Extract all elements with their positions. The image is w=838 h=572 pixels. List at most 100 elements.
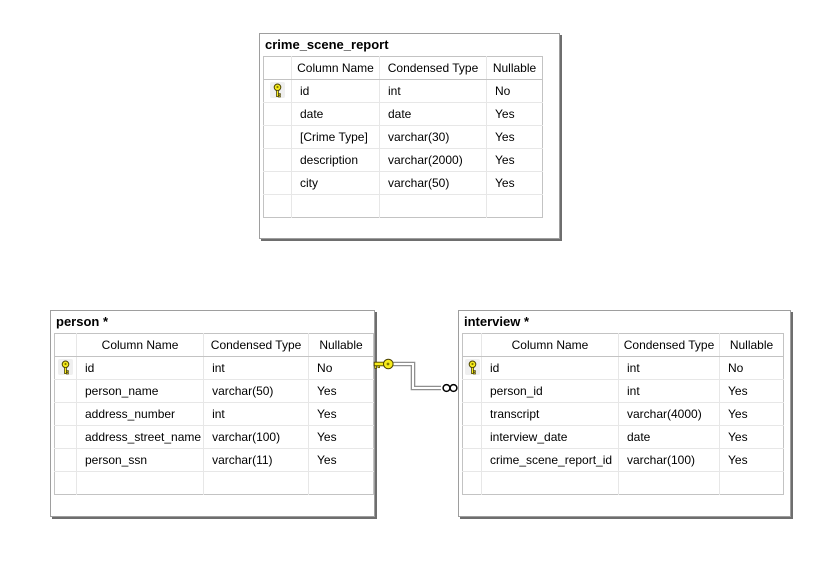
table-grid-crime-scene-report: Column Name Condensed Type Nullable id i… (263, 56, 543, 218)
nullable-cell: Yes (486, 102, 543, 126)
table-row[interactable]: id int No (462, 356, 784, 380)
column-name-cell (76, 471, 205, 495)
nullable-cell: Yes (719, 425, 784, 449)
condensed-type-cell: varchar(30) (379, 125, 487, 149)
row-selector-cell (263, 194, 292, 218)
table-row[interactable]: crime_scene_report_id varchar(100) Yes (462, 448, 784, 472)
row-selector-cell (462, 356, 482, 380)
column-name-cell: person_name (76, 379, 205, 403)
condensed-type-cell: varchar(100) (203, 425, 310, 449)
row-selector-cell (54, 402, 77, 426)
table-window-interview[interactable]: interview * Column Name Condensed Type N… (458, 310, 791, 517)
table-row[interactable]: [Crime Type] varchar(30) Yes (263, 125, 543, 149)
row-selector-header (54, 333, 77, 357)
table-title-person[interactable]: person * (56, 314, 109, 329)
column-name-cell: id (291, 79, 380, 103)
table-row[interactable]: person_ssn varchar(11) Yes (54, 448, 374, 472)
condensed-type-header: Condensed Type (203, 333, 310, 357)
table-row-empty[interactable] (263, 194, 543, 218)
grid-header-row: Column Name Condensed Type Nullable (462, 333, 784, 357)
condensed-type-cell: int (618, 379, 720, 403)
column-name-cell (291, 194, 380, 218)
row-selector-cell (54, 379, 77, 403)
row-selector-cell (54, 448, 77, 472)
table-window-person[interactable]: person * Column Name Condensed Type Null… (50, 310, 375, 517)
nullable-cell: Yes (308, 425, 374, 449)
row-selector-header (263, 56, 292, 80)
table-row[interactable]: id int No (54, 356, 374, 380)
nullable-cell: Yes (719, 402, 784, 426)
table-row[interactable]: address_street_name varchar(100) Yes (54, 425, 374, 449)
nullable-header: Nullable (719, 333, 784, 357)
table-row-empty[interactable] (462, 471, 784, 495)
table-row[interactable]: date date Yes (263, 102, 543, 126)
condensed-type-cell: varchar(11) (203, 448, 310, 472)
primary-key-icon (270, 81, 285, 98)
condensed-type-cell (618, 471, 720, 495)
condensed-type-header: Condensed Type (618, 333, 720, 357)
table-row[interactable]: interview_date date Yes (462, 425, 784, 449)
column-name-cell: description (291, 148, 380, 172)
column-name-cell: person_id (481, 379, 619, 403)
nullable-header: Nullable (486, 56, 543, 80)
nullable-cell: Yes (719, 448, 784, 472)
condensed-type-cell: int (203, 402, 310, 426)
table-row[interactable]: person_id int Yes (462, 379, 784, 403)
condensed-type-cell: varchar(4000) (618, 402, 720, 426)
nullable-cell: Yes (308, 379, 374, 403)
table-row[interactable]: address_number int Yes (54, 402, 374, 426)
column-name-cell: interview_date (481, 425, 619, 449)
table-row[interactable]: person_name varchar(50) Yes (54, 379, 374, 403)
condensed-type-cell: varchar(2000) (379, 148, 487, 172)
column-name-cell: address_street_name (76, 425, 205, 449)
column-name-cell: city (291, 171, 380, 195)
grid-header-row: Column Name Condensed Type Nullable (54, 333, 374, 357)
table-row[interactable]: transcript varchar(4000) Yes (462, 402, 784, 426)
nullable-cell (486, 194, 543, 218)
row-selector-cell (263, 125, 292, 149)
table-row[interactable]: city varchar(50) Yes (263, 171, 543, 195)
row-selector-cell (54, 471, 77, 495)
table-row[interactable]: id int No (263, 79, 543, 103)
column-name-header: Column Name (76, 333, 205, 357)
table-title-interview[interactable]: interview * (464, 314, 530, 329)
grid-header-row: Column Name Condensed Type Nullable (263, 56, 543, 80)
column-name-cell: crime_scene_report_id (481, 448, 619, 472)
condensed-type-cell (203, 471, 310, 495)
nullable-cell: No (486, 79, 543, 103)
nullable-cell: Yes (719, 379, 784, 403)
condensed-type-cell: varchar(50) (203, 379, 310, 403)
condensed-type-cell: int (203, 356, 310, 380)
table-row-empty[interactable] (54, 471, 374, 495)
infinity-many-end-icon (442, 383, 458, 393)
column-name-cell: transcript (481, 402, 619, 426)
table-title-crime-scene-report[interactable]: crime_scene_report (265, 37, 389, 52)
nullable-header: Nullable (308, 333, 374, 357)
row-selector-cell (462, 379, 482, 403)
condensed-type-cell: date (379, 102, 487, 126)
column-name-header: Column Name (291, 56, 380, 80)
column-name-cell (481, 471, 619, 495)
table-row[interactable]: description varchar(2000) Yes (263, 148, 543, 172)
column-name-cell: id (481, 356, 619, 380)
row-selector-cell (263, 79, 292, 103)
row-selector-cell (462, 425, 482, 449)
nullable-cell: Yes (486, 171, 543, 195)
column-name-cell: person_ssn (76, 448, 205, 472)
row-selector-cell (263, 148, 292, 172)
nullable-cell: Yes (486, 148, 543, 172)
primary-key-icon (464, 358, 480, 375)
primary-key-icon (57, 358, 73, 375)
column-name-header: Column Name (481, 333, 619, 357)
table-window-crime-scene-report[interactable]: crime_scene_report Column Name Condensed… (259, 33, 560, 239)
row-selector-cell (462, 471, 482, 495)
column-name-cell: [Crime Type] (291, 125, 380, 149)
row-selector-cell (462, 402, 482, 426)
relationship-connector-person-interview[interactable] (373, 358, 458, 393)
condensed-type-header: Condensed Type (379, 56, 487, 80)
condensed-type-cell: varchar(100) (618, 448, 720, 472)
condensed-type-cell: date (618, 425, 720, 449)
row-selector-cell (462, 448, 482, 472)
nullable-cell (308, 471, 374, 495)
row-selector-cell (263, 171, 292, 195)
